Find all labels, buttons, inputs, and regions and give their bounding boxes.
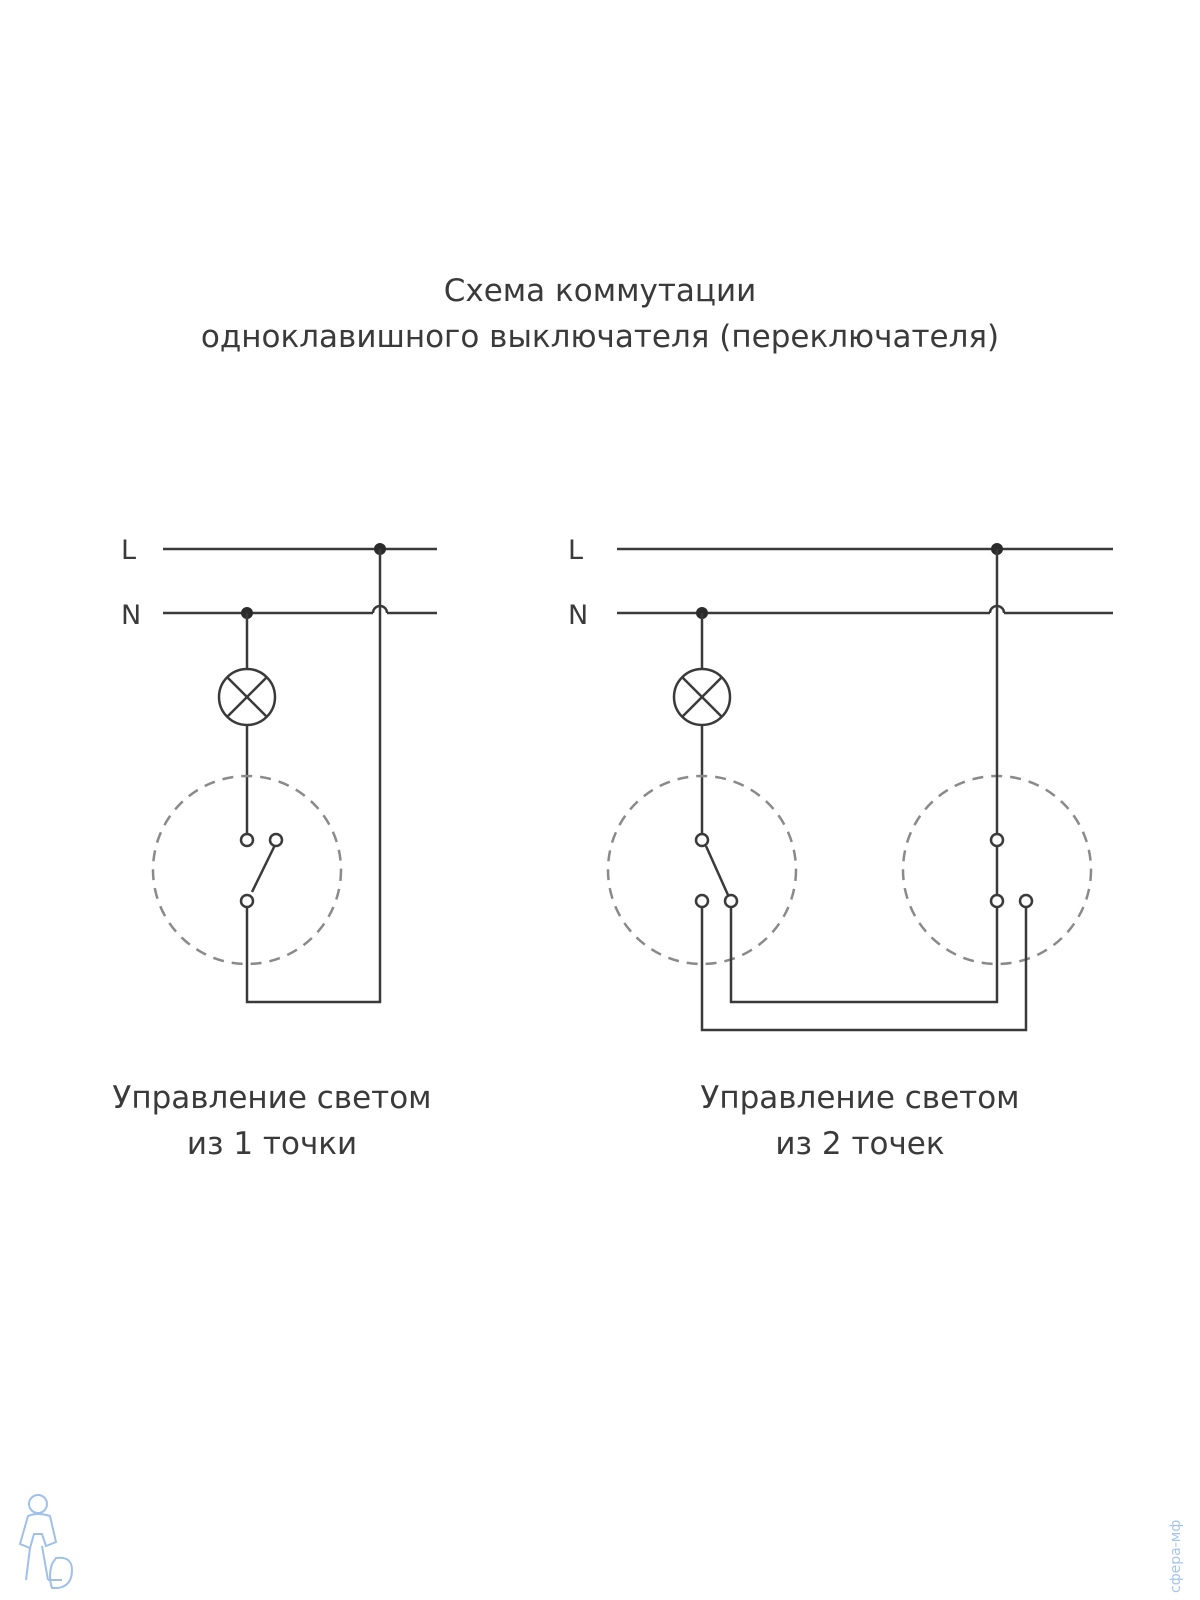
- switch-lever: [250, 844, 277, 893]
- neutral-wire: [617, 604, 1113, 615]
- switch-terminal: [694, 832, 710, 848]
- line-label: L: [568, 535, 583, 566]
- title-line-2: одноклавишного выключателя (переключател…: [200, 319, 1000, 355]
- traveller-wire-inner: [729, 907, 999, 1004]
- switch-terminal: [989, 893, 1005, 909]
- switch-terminal: [239, 832, 255, 848]
- switch-terminal: [989, 832, 1005, 848]
- caption-line-1: Управление светом: [700, 1080, 1020, 1116]
- caption-one-point: Управление светом из 1 точки: [62, 1075, 482, 1167]
- diagram-one-point: L N: [121, 535, 437, 1004]
- lamp-icon: [217, 667, 277, 727]
- lamp-icon: [672, 667, 732, 727]
- switch-terminal: [1018, 893, 1034, 909]
- diagram-two-point: L N: [568, 535, 1113, 1032]
- neutral-label: N: [568, 600, 588, 631]
- line-label: L: [121, 535, 136, 566]
- return-wire: [245, 549, 382, 1004]
- switch-terminal: [694, 893, 710, 909]
- plumber-mascot-icon: [18, 1494, 74, 1589]
- switch-lever: [704, 845, 730, 896]
- caption-line-2: из 2 точек: [775, 1126, 945, 1162]
- caption-line-1: Управление светом: [112, 1080, 432, 1116]
- neutral-label: N: [121, 600, 141, 631]
- caption-line-2: из 1 точки: [186, 1126, 358, 1162]
- switch-terminal: [723, 893, 739, 909]
- title-line-1: Схема коммутации: [443, 273, 757, 309]
- switch-outline: [606, 774, 798, 966]
- traveller-wire-outer: [700, 907, 1028, 1032]
- neutral-wire: [163, 604, 437, 615]
- switch-terminal: [239, 893, 255, 909]
- caption-two-point: Управление светом из 2 точек: [650, 1075, 1070, 1167]
- switch-outline: [151, 774, 343, 966]
- watermark-text: сфера-мф: [1168, 1519, 1184, 1593]
- switch-terminal: [268, 832, 284, 848]
- diagram-title: Схема коммутации одноклавишного выключат…: [0, 268, 1200, 360]
